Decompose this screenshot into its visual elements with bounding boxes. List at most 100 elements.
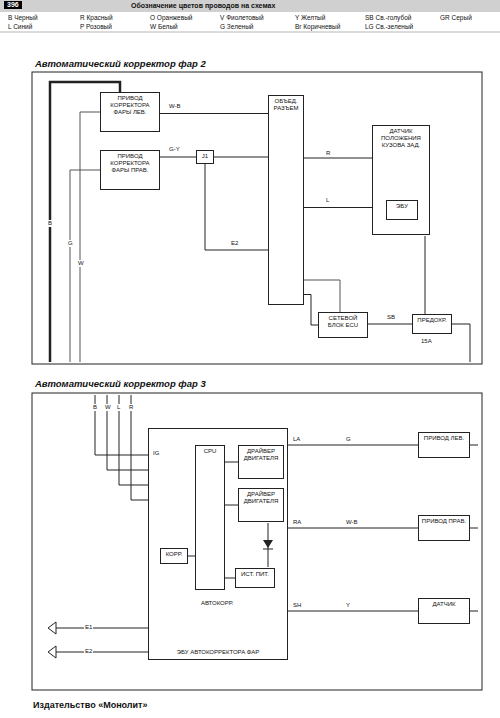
ground-symbol [48,646,56,658]
wire-connector [160,113,268,114]
page-number: 396 [4,1,22,9]
signal-wire [80,112,100,362]
wire-label: B [92,404,98,411]
node-text: КОРР. [163,551,185,558]
color-code: W Белый [150,23,178,31]
wire-label: АВТОКОРР. [200,600,234,607]
color-code: Y Желтый [295,14,325,22]
signal-wire [425,236,426,314]
wire-label: IG [152,450,160,457]
corrector-block: КОРР. [160,548,188,564]
node-text: ПРИВОД ПРАВ. [421,518,467,525]
color-code: L Синий [8,23,32,31]
wire-connector [225,462,238,463]
color-code: V Фиолетовый [220,14,264,22]
wire-label: RA [292,519,302,526]
wire-connector [160,157,196,158]
actuator-box: ПРИВОД ЛЕВ. [418,432,470,458]
node-text: СЕТЕВОЙ БЛОК ECU [321,315,365,329]
wire-label: G-Y [168,146,181,153]
wire-connector [304,207,372,208]
connector-block: ОБЪЕД. РАЗЪЕМ [268,95,304,305]
ecu-box: ЭБУ [386,200,418,220]
wire-label: L [325,197,330,204]
fuse-box: ПРЕДОХР. [412,314,452,334]
wire-connector [288,611,418,612]
publisher-note: Издательство «Монолит» [32,700,149,711]
wire-label: R [325,150,331,157]
header-band [0,0,500,12]
wire-label: SH [292,602,302,609]
power-block: ИСТ. ПИТ. [235,568,275,588]
wire-connector [225,578,235,579]
input-wire [119,395,148,485]
wire-label: W-B [345,519,359,526]
wire-label: W [104,404,112,411]
ground-wire [56,628,148,629]
section-title: Автоматический корректор фар 3 [34,378,207,389]
wire-label: W [77,260,85,267]
node-text: ПРИВОД КОРРЕКТОРА ФАРЫ ЛЕВ. [103,95,157,116]
wire-connector [304,295,318,326]
color-code: GR Серый [440,14,472,22]
wire-label: E1 [84,624,93,631]
actuator-box: ПРИВОД КОРРЕКТОРА ФАРЫ ПРАВ. [100,150,160,190]
wire-label: E2 [84,648,93,655]
diode-symbol [263,549,273,550]
diagram-frame [32,393,482,690]
header-rule [0,32,500,33]
actuator-box: ПРИВОД КОРРЕКТОРА ФАРЫ ЛЕВ. [100,92,160,132]
color-code: G Зеленый [220,23,254,31]
wire-connector [225,505,238,506]
node-text: ДРАЙВЕР ДВИГАТЕЛЯ [241,491,281,505]
input-wire [95,395,148,455]
wire-connector [304,158,372,159]
wire-label: G [67,240,74,247]
legend-heading: Обозначение цветов проводов на схемах [130,2,276,10]
wire-label: W-B [168,103,182,110]
network-ecu: СЕТЕВОЙ БЛОК ECU [318,312,368,338]
color-code: R Красный [80,14,113,22]
ecu-housing: ЭБУ АВТОКОРРЕКТОРА ФАРCPUДРАЙВЕР ДВИГАТЕ… [148,428,288,660]
node-text: ИСТ. ПИТ. [238,571,272,578]
diagram-frame [32,72,482,364]
wire-label: B [47,220,53,227]
node-text: ПРИВОД ЛЕВ. [421,435,467,442]
color-code: SB Св.-голубой [365,14,411,22]
color-code: P Розовый [80,23,112,31]
wire-label: SB [386,314,396,321]
node-text: ДАТЧИК ПОЛОЖЕНИЯ КУЗОВА ЗАД. [375,128,427,149]
wire-connector [188,556,195,557]
signal-wire [70,170,100,362]
node-text: CPU [198,448,222,455]
color-code: LG Св.-зеленый [365,23,413,31]
cpu-block: CPU [195,445,225,590]
wire-connector [288,528,418,529]
color-code: B Черный [8,14,38,22]
wire-label: G [345,436,352,443]
sensor-box: ДАТЧИК [418,598,470,624]
signal-wire [304,280,340,312]
wire-label: L [116,404,121,411]
wire-connector [288,445,418,446]
node-text: ДРАЙВЕР ДВИГАТЕЛЯ [241,448,281,462]
signal-wire [452,324,470,362]
wire-label: R [128,404,134,411]
node-text: ПРЕДОХР. [415,317,449,324]
node-text: ДАТЧИК [421,601,467,608]
node-text: J1 [199,153,211,160]
actuator-box: ПРИВОД ПРАВ. [418,515,470,541]
node-text: ПРИВОД КОРРЕКТОРА ФАРЫ ПРАВ. [103,153,157,174]
wire-connector [214,157,268,158]
wire-connector [368,324,412,325]
input-wire [107,395,148,470]
output-wire [470,445,478,611]
color-code: Br Коричневый [295,23,340,31]
ground-symbol [48,622,56,634]
wire-label: 15A [420,338,433,345]
driver-block: ДРАЙВЕР ДВИГАТЕЛЯ [238,488,284,522]
node-text: ОБЪЕД. РАЗЪЕМ [271,98,301,112]
color-code: O Оранжевый [150,14,192,22]
signal-wire [205,164,268,250]
wire-label: E2 [230,240,239,247]
